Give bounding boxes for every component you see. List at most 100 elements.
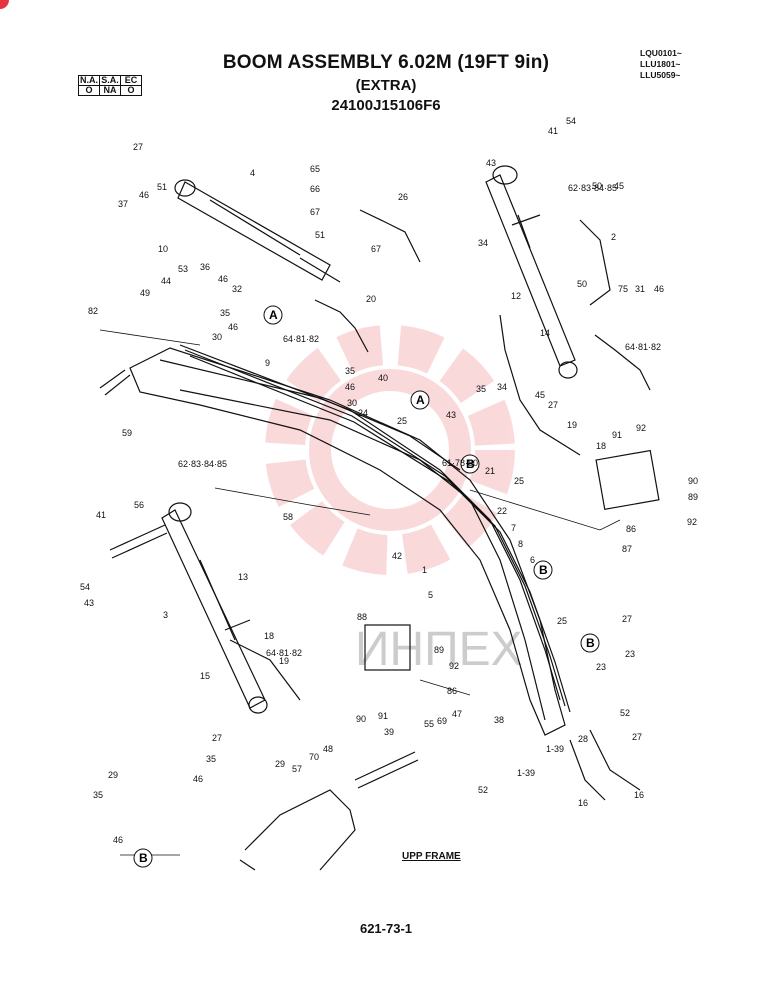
part-label: 10 [158,244,168,254]
pin-59 [99,369,131,396]
availability-table: N.A. S.A. EC O NA O [78,75,142,96]
part-label: 43 [486,158,496,168]
part-label: 59 [122,428,132,438]
pipe-16-17 [569,729,641,801]
boom-hoses [179,344,571,713]
part-label: 27 [632,732,642,742]
part-label: 42 [392,551,402,561]
part-label: 52 [620,708,630,718]
part-label: 28 [578,734,588,744]
part-label: 36 [200,262,210,272]
part-label: 82 [88,306,98,316]
part-label: 67 [310,207,320,217]
part-label: 37 [118,199,128,209]
part-label: 64·81·82 [283,334,319,344]
part-label: 14 [540,328,550,338]
callout-b: B [533,560,553,580]
part-label: 57 [292,764,302,774]
part-label: 27 [622,614,632,624]
part-label: 69 [437,716,447,726]
watermark-gear-icon [265,325,515,575]
part-label: 5 [428,590,433,600]
block-87 [595,449,660,511]
serial-range: LQU0101~ [640,48,682,58]
part-label: 51 [157,182,167,192]
part-label: 43 [84,598,94,608]
part-label: 21 [485,466,495,476]
page-number: 621-73-1 [359,921,413,936]
part-label: 67 [371,244,381,254]
part-label: 13 [238,572,248,582]
part-label: 41 [548,126,558,136]
part-label: 9 [265,358,270,368]
upper-frame [239,789,356,871]
part-label: 35 [93,790,103,800]
part-label: 55 [424,719,434,729]
svg-text:A: A [269,308,278,322]
part-label: 23 [596,662,606,672]
svg-text:A: A [416,393,425,407]
pin-56 [109,524,168,559]
part-label: 46 [139,190,149,200]
part-label: 56 [134,500,144,510]
part-label: 25 [514,476,524,486]
arm-cylinder [174,179,341,283]
part-label: 34 [497,382,507,392]
part-label: 29 [108,770,118,780]
part-label: 90 [688,476,698,486]
part-number: 24100J15106F6 [331,97,441,114]
part-label: 8 [518,539,523,549]
part-label: 47 [452,709,462,719]
part-label: 17 [0,0,10,2]
svg-text:B: B [139,851,148,865]
part-label: 45 [535,390,545,400]
part-label: 45 [614,181,624,191]
part-label: 64·81·82 [266,648,302,658]
part-label: 44 [161,276,171,286]
part-label: 46 [654,284,664,294]
pipe-20 [314,299,369,353]
part-label: 61·78·80 [442,458,478,468]
pipe-19-lower [229,639,301,701]
pipe-12 [579,219,611,306]
part-label: 20 [366,294,376,304]
callout-b: B [133,848,153,868]
pipe-26 [359,209,421,263]
part-label: 41 [96,510,106,520]
part-label: 46 [218,274,228,284]
part-label: 91 [378,711,388,721]
part-label: 16 [578,798,588,808]
part-label: 64·81·82 [625,342,661,352]
part-label: 62·83·84·85 [178,459,227,469]
part-label: 65 [310,164,320,174]
part-label: 39 [384,727,394,737]
part-label: 48 [323,744,333,754]
part-label: 4 [250,168,255,178]
boom-cylinder-3 [161,502,268,714]
part-label: 27 [212,733,222,743]
corner-badge [0,0,9,9]
boom-cylinder-2 [485,165,578,379]
part-label: 35 [206,754,216,764]
part-label: 54 [80,582,90,592]
part-label: 40 [378,373,388,383]
part-label: 92 [449,661,459,671]
part-label: 58 [283,512,293,522]
part-label: 1-39 [517,768,535,778]
part-label: 52 [478,785,488,795]
part-label: 6 [530,555,535,565]
part-label: 7 [511,523,516,533]
part-label: 1 [422,565,427,575]
part-label: 35 [345,366,355,376]
part-label: 43 [446,410,456,420]
page-title: BOOM ASSEMBLY 6.02M (19FT 9in) [222,52,550,73]
svg-text:B: B [466,457,475,471]
pipe-19 [594,334,651,391]
part-label: 86 [626,524,636,534]
callout-a: A [263,305,283,325]
part-label: 46 [228,322,238,332]
part-label: 30 [347,398,357,408]
part-label: 92 [636,423,646,433]
part-label: 89 [434,645,444,655]
serial-range: LLU5059~ [640,70,681,80]
